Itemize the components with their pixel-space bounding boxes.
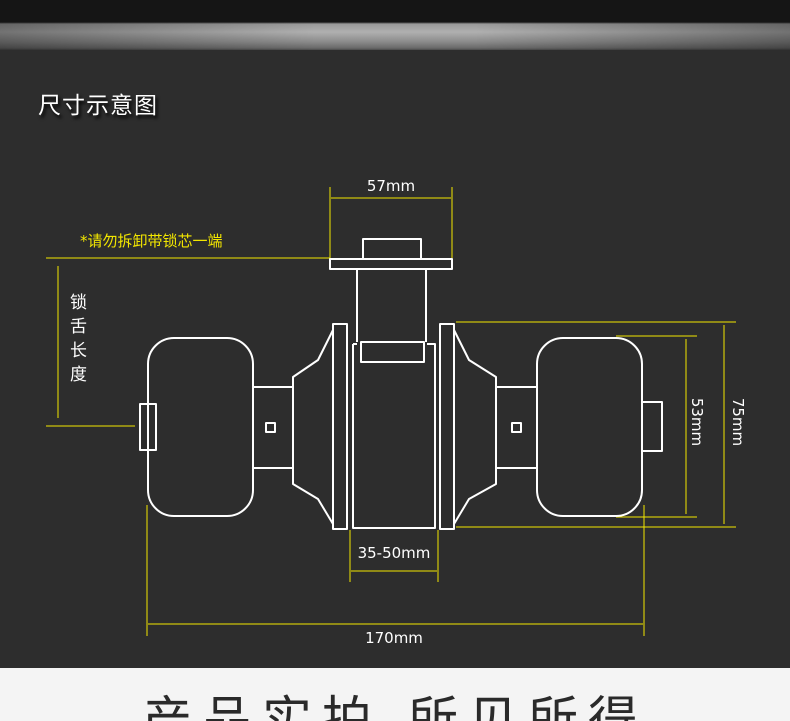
- lock-outline: [139, 238, 663, 530]
- right-rose-plate: [439, 323, 455, 530]
- label-latch-length-char: 舌: [70, 317, 87, 337]
- label-latch-length-char: 锁: [70, 293, 87, 313]
- right-knob: [536, 337, 643, 517]
- left-neck-hole: [265, 422, 276, 433]
- right-rose-cone: [453, 329, 497, 525]
- label-rose-height: 75mm: [729, 398, 747, 446]
- left-rose-cone: [292, 329, 334, 525]
- label-warning: *请勿拆卸带锁芯一端: [80, 232, 223, 250]
- latch-tube-end: [360, 341, 425, 363]
- label-latch-length-char: 度: [70, 365, 87, 385]
- label-latch-length: 锁舌长度: [70, 293, 87, 385]
- section-title: 尺寸示意图: [38, 93, 158, 119]
- label-total-length: 170mm: [365, 629, 423, 647]
- left-knob: [147, 337, 254, 517]
- top-metallic-strip: [0, 0, 790, 50]
- dimension-lines: [46, 187, 736, 636]
- chassis-body: [352, 343, 436, 529]
- bottom-title: 产品实拍 所见所得: [142, 691, 648, 721]
- latch-face-plate: [329, 258, 453, 270]
- right-neck: [496, 386, 537, 469]
- right-neck-hole: [511, 422, 522, 433]
- latch-bolt: [362, 238, 422, 260]
- left-rose-plate: [332, 323, 348, 530]
- left-turn-button: [139, 403, 157, 451]
- left-neck: [254, 386, 293, 469]
- label-latch-length-char: 长: [70, 341, 87, 361]
- label-width-57: 57mm: [367, 177, 415, 195]
- right-key-cylinder: [641, 401, 663, 452]
- lock-dimension-diagram: 57mm *请勿拆卸带锁芯一端 锁舌长度 35-50mm 170mm 53mm …: [46, 177, 747, 647]
- label-door-thickness: 35-50mm: [358, 544, 431, 562]
- bottom-banner: 产品实拍 所见所得: [0, 668, 790, 721]
- label-knob-height: 53mm: [688, 398, 706, 446]
